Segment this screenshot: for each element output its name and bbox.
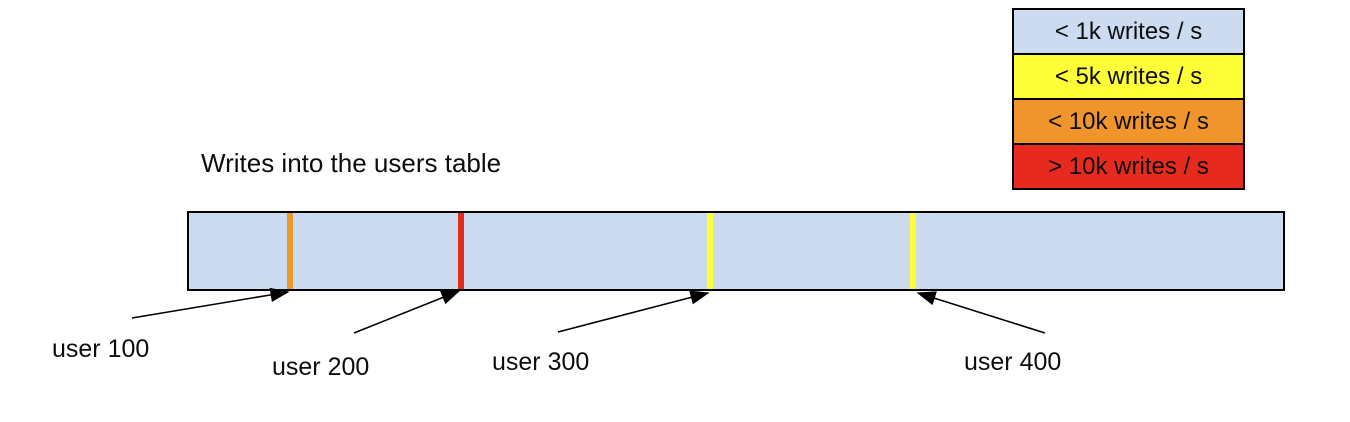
label-user-400: user 400 xyxy=(964,348,1062,376)
arrow-user-100 xyxy=(131,287,290,319)
marker-user-100 xyxy=(287,213,293,289)
legend-item-gt-10k: > 10k writes / s xyxy=(1012,143,1245,190)
legend-item-lt-1k: < 1k writes / s xyxy=(1012,8,1245,55)
legend-item-lt-10k: < 10k writes / s xyxy=(1012,98,1245,145)
legend-item-lt-5k: < 5k writes / s xyxy=(1012,53,1245,100)
label-user-100: user 100 xyxy=(52,335,150,363)
arrow-user-200 xyxy=(353,290,461,334)
legend-item-lt-1k-label: < 1k writes / s xyxy=(1054,17,1203,45)
legend-item-gt-10k-label: > 10k writes / s xyxy=(1048,152,1209,180)
legend: < 1k writes / s < 5k writes / s < 10k wr… xyxy=(1012,8,1245,190)
legend-item-lt-10k-label: < 10k writes / s xyxy=(1048,107,1209,135)
marker-user-200 xyxy=(458,213,464,289)
arrow-user-300 xyxy=(557,290,710,333)
marker-user-400 xyxy=(910,213,916,289)
diagram-title: Writes into the users table xyxy=(201,148,502,178)
arrow-user-400 xyxy=(916,291,1046,334)
label-user-300: user 300 xyxy=(492,348,590,376)
legend-item-lt-5k-label: < 5k writes / s xyxy=(1054,62,1203,90)
marker-user-300 xyxy=(707,213,713,289)
users-table-bar xyxy=(187,211,1285,291)
label-user-200: user 200 xyxy=(272,353,370,381)
